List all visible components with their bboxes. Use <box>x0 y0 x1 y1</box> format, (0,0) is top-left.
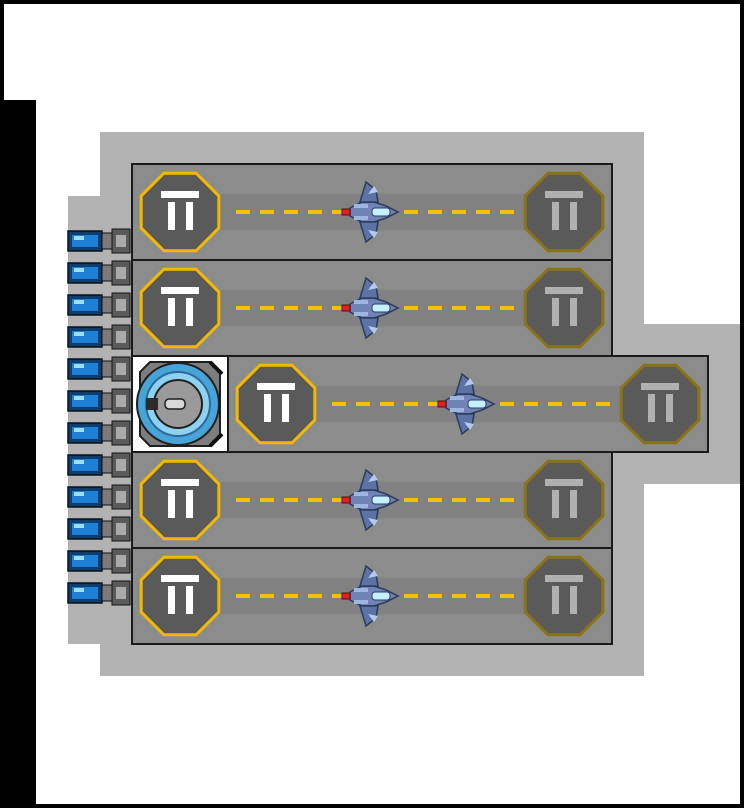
landing-pad[interactable] <box>523 267 605 349</box>
power-conduit-icon <box>67 420 131 446</box>
runway-dash <box>284 498 298 502</box>
launch-bay[interactable] <box>131 547 613 645</box>
landing-pad[interactable] <box>523 459 605 541</box>
launch-pad[interactable] <box>235 363 317 445</box>
runway-dash <box>476 594 490 598</box>
launch-bay[interactable] <box>227 355 709 453</box>
runway-dash <box>428 210 442 214</box>
runway-dash <box>476 210 490 214</box>
runway-dash <box>332 210 346 214</box>
runway-dash <box>500 402 514 406</box>
runway-dash <box>236 306 250 310</box>
launch-pad[interactable] <box>139 171 221 253</box>
runway-dash <box>500 306 514 310</box>
runway-dash <box>356 402 370 406</box>
power-conduit-icon <box>67 228 131 254</box>
runway-dash <box>284 210 298 214</box>
runway-dash <box>476 306 490 310</box>
runway-dash <box>548 402 562 406</box>
runway-dash <box>404 594 418 598</box>
runway-dash <box>572 402 586 406</box>
runway-dash <box>260 594 274 598</box>
runway-dash <box>428 594 442 598</box>
power-conduit-icon <box>67 292 131 318</box>
runway-dash <box>524 402 538 406</box>
runway-dash <box>500 594 514 598</box>
runway-dash <box>452 594 466 598</box>
runway-dash <box>428 306 442 310</box>
runway-dash <box>404 402 418 406</box>
launch-bay[interactable] <box>131 451 613 549</box>
runway-dash <box>452 498 466 502</box>
power-conduit-icon <box>67 516 131 542</box>
runway-dash <box>284 594 298 598</box>
runway-dash <box>284 306 298 310</box>
runway-dash <box>428 402 442 406</box>
launch-pad[interactable] <box>139 459 221 541</box>
left-wall <box>4 100 36 804</box>
launch-bay[interactable] <box>131 163 613 261</box>
runway-dash <box>452 210 466 214</box>
power-conduits <box>67 228 131 606</box>
power-conduit-icon <box>67 484 131 510</box>
runway-dash <box>476 498 490 502</box>
runway-dash <box>236 210 250 214</box>
power-conduit-icon <box>67 356 131 382</box>
control-module[interactable] <box>131 355 229 453</box>
launch-pad[interactable] <box>139 555 221 637</box>
runway-dash <box>404 210 418 214</box>
runway-dash <box>332 498 346 502</box>
runway-dash <box>332 306 346 310</box>
power-conduit-icon <box>67 324 131 350</box>
runway-dash <box>260 210 274 214</box>
landing-pad[interactable] <box>523 171 605 253</box>
runway-dash <box>404 306 418 310</box>
launch-pad[interactable] <box>139 267 221 349</box>
runway-dash <box>308 594 322 598</box>
runway-dash <box>428 498 442 502</box>
runway-dash <box>332 594 346 598</box>
power-conduit-icon <box>67 388 131 414</box>
runway-dash <box>308 306 322 310</box>
runway-dash <box>500 210 514 214</box>
landing-pad[interactable] <box>523 555 605 637</box>
bays-layer <box>131 163 709 645</box>
runway-dash <box>308 210 322 214</box>
power-conduit-icon <box>67 452 131 478</box>
runway-dash <box>260 498 274 502</box>
runway-dash <box>332 402 346 406</box>
runway-dash <box>380 402 394 406</box>
runway-dash <box>452 306 466 310</box>
power-conduit-icon <box>67 548 131 574</box>
launch-bay[interactable] <box>131 259 613 357</box>
runway-dash <box>500 498 514 502</box>
runway-dash <box>260 306 274 310</box>
runway-dash <box>236 594 250 598</box>
runway-dash <box>596 402 610 406</box>
runway-dash <box>404 498 418 502</box>
landing-pad[interactable] <box>619 363 701 445</box>
runway-dash <box>236 498 250 502</box>
runway-dash <box>308 498 322 502</box>
power-conduit-icon <box>67 260 131 286</box>
power-conduit-icon <box>67 580 131 606</box>
